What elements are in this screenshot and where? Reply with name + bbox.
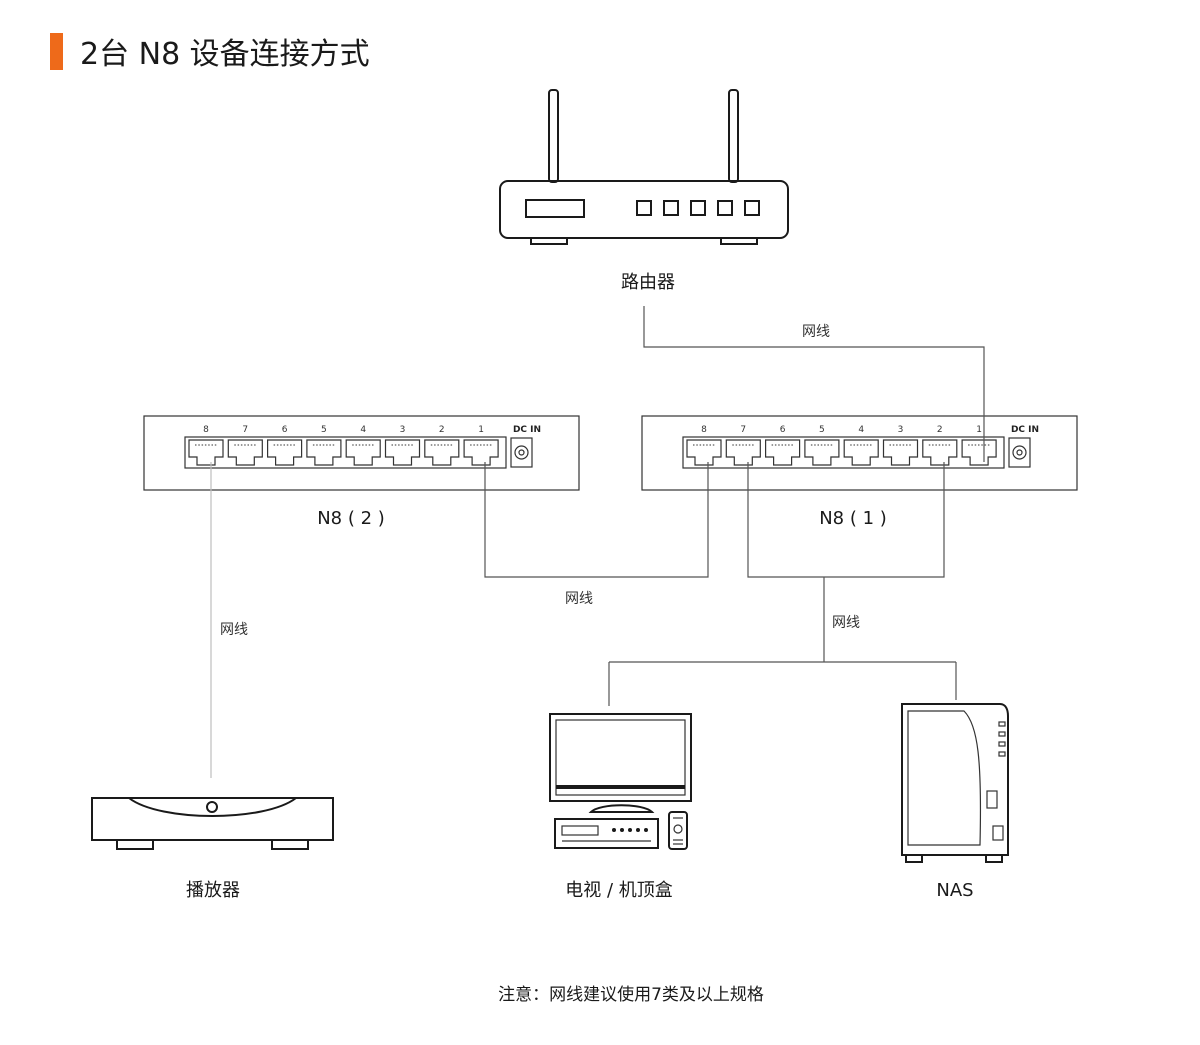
ethernet-port-icon [227,439,263,466]
port-number-label: 6 [780,425,786,435]
port-number-label: 7 [740,425,746,435]
wire-n8-2-to-n8-1 [484,462,709,578]
switch-n8-1-label: N8 ( 1 ) [819,508,887,529]
port-number-label: 5 [819,425,825,435]
ethernet-port-icon [424,439,460,466]
wire-label-tv-nas: 网线 [832,615,860,631]
dc-in-jack-icon [1008,437,1031,468]
port-number-label: 3 [400,425,406,435]
ethernet-port-icon [804,439,840,466]
ethernet-port-icon [267,439,303,466]
title-accent-bar [50,33,63,70]
ethernet-port-icon [463,439,499,466]
switch-n8-2-label: N8 ( 2 ) [317,508,385,529]
ethernet-port-icon [384,439,421,466]
port-row: 8 7 6 5 4 3 2 1 [686,425,997,466]
player-label: 播放器 [186,880,240,901]
port-number-label: 5 [321,425,327,435]
ethernet-port-icon [961,439,997,466]
media-player-icon [91,797,334,850]
wire-label-switches: 网线 [565,591,593,607]
ethernet-port-icon [922,439,958,466]
port-number-label: 1 [976,425,982,435]
router-icon [499,89,789,245]
port-number-label: 4 [858,425,864,435]
nas-label: NAS [936,880,973,901]
port-number-label: 8 [203,425,209,435]
wire-label-router: 网线 [802,324,830,340]
ethernet-port-icon [843,439,879,466]
page-title: 2台 N8 设备连接方式 [80,37,370,72]
switch-n8-1: 8 7 6 5 4 3 2 1 DC IN [641,415,1078,491]
wire-label-player: 网线 [220,622,248,638]
ethernet-port-icon [306,439,342,466]
port-number-label: 8 [701,425,707,435]
ethernet-port-icon [686,439,722,466]
ethernet-port-icon [188,439,224,466]
ethernet-port-icon [765,439,801,466]
ethernet-port-icon [725,439,761,466]
switch-n8-2: 8 7 6 5 4 3 2 1 DC IN [143,415,580,491]
footnote: 注意：网线建议使用7类及以上规格 [498,984,764,1005]
ethernet-port-icon [882,439,919,466]
port-row: 8 7 6 5 4 3 2 1 [188,425,499,466]
port-number-label: 3 [898,425,904,435]
port-number-label: 1 [478,425,484,435]
port-number-label: 7 [242,425,248,435]
tv-label: 电视 / 机顶盒 [565,880,673,901]
port-number-label: 6 [282,425,288,435]
wire-router-to-n8-1 [643,306,985,462]
tv-set-top-box-icon [549,713,692,850]
dc-in-jack-icon [510,437,533,468]
port-number-label: 2 [439,425,445,435]
port-number-label: 2 [937,425,943,435]
router-label: 路由器 [621,272,675,293]
ethernet-port-icon [345,439,381,466]
dc-in-label: DC IN [1011,425,1039,435]
port-number-label: 4 [360,425,366,435]
wire-n8-1-to-tv-nas [608,462,957,706]
nas-icon [901,703,1009,863]
dc-in-label: DC IN [513,425,541,435]
